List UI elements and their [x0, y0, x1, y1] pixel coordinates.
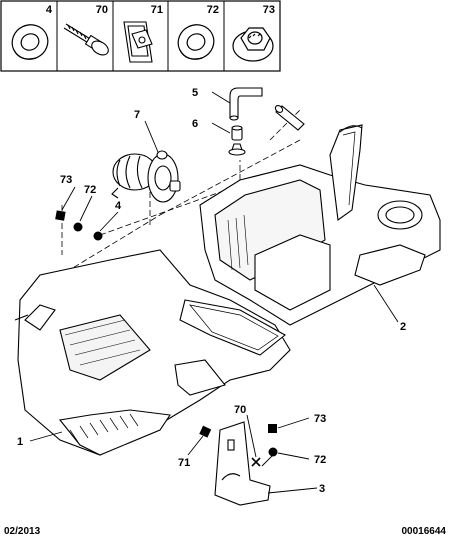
washer-icon — [11, 24, 49, 60]
washer-symbol-bottom — [268, 447, 278, 457]
parts-cell-73[interactable]: 73 — [232, 4, 275, 62]
clip-nut-symbol — [199, 425, 212, 438]
callout-73-top: 73 — [60, 174, 72, 186]
evaporator-housing[interactable] — [14, 249, 291, 456]
drain-hose[interactable] — [229, 87, 263, 121]
flange-nut-symbol — [268, 424, 277, 433]
nut-symbol — [55, 210, 66, 221]
parts-cell-4[interactable]: 4 — [7, 4, 54, 65]
hose-tube[interactable] — [274, 104, 305, 131]
mounting-bracket[interactable] — [214, 421, 271, 506]
leader-lines — [29, 91, 399, 494]
callout-4: 4 — [115, 200, 122, 212]
callout-labels: 5 6 7 73 72 4 2 1 70 71 73 72 3 — [17, 87, 406, 495]
heater-housing[interactable] — [199, 124, 441, 326]
parts-cell-71[interactable]: 71 — [123, 4, 163, 63]
fastener-stack — [55, 210, 103, 241]
callout-6: 6 — [192, 118, 198, 130]
callout-71-bottom: 71 — [178, 457, 190, 469]
footer-date: 02/2013 — [4, 526, 41, 537]
callout-2: 2 — [400, 321, 406, 333]
callout-7: 7 — [134, 109, 140, 121]
part-number-70: 70 — [96, 4, 108, 16]
parts-cell-70[interactable]: 70 — [63, 4, 111, 58]
callout-3: 3 — [319, 483, 325, 495]
screw-icon — [63, 23, 109, 56]
part-number-72: 72 — [207, 4, 219, 16]
callout-73-right: 73 — [314, 413, 326, 425]
washer-symbol — [73, 222, 83, 232]
part-number-71: 71 — [151, 4, 163, 16]
parts-cell-72[interactable]: 72 — [173, 4, 220, 65]
grommet-spacer[interactable] — [228, 125, 246, 156]
part-number-4: 4 — [46, 4, 53, 16]
callout-72-right: 72 — [314, 454, 326, 466]
callout-5: 5 — [192, 87, 198, 99]
callout-70-bottom: 70 — [234, 404, 246, 416]
clip-nut-icon — [123, 21, 153, 63]
washer-symbol-4 — [93, 231, 103, 241]
blower-motor[interactable] — [111, 150, 181, 203]
washer-icon — [177, 24, 215, 60]
part-number-73: 73 — [263, 4, 275, 16]
flange-nut-icon — [232, 27, 274, 62]
footer-reference-number: 00016644 — [401, 526, 447, 537]
callout-1: 1 — [17, 436, 23, 448]
callout-72-top: 72 — [84, 184, 96, 196]
